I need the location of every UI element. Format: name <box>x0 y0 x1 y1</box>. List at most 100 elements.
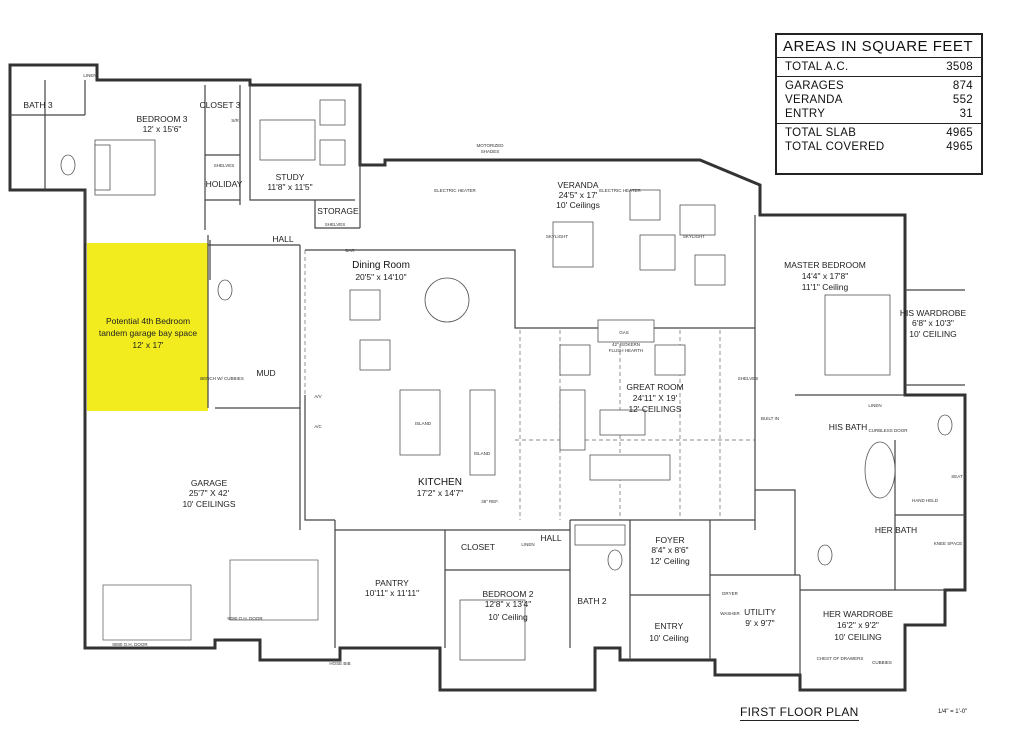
furniture <box>60 99 953 661</box>
room-label-holiday: HOLIDAY <box>206 179 243 189</box>
areas-section-other: GARAGES 874 VERANDA 552 ENTRY 31 <box>777 77 981 124</box>
room-ceiling-her-wardrobe: 10' CEILING <box>834 632 881 642</box>
garage-doors: 8080 O.H. DOOR 9080 O.H. DOOR <box>102 559 319 647</box>
garage-door-label: 8080 O.H. DOOR <box>112 642 148 647</box>
label-motorized: MOTORIZED <box>477 143 505 148</box>
label-gas: GAS <box>619 330 629 335</box>
label-hose-bib: HOSE BIB <box>329 661 350 666</box>
room-label-her-wardrobe: HER WARDROBE <box>823 609 893 619</box>
small-labels: LINEN S/R SHELVES SHELVES MOTORIZED SHAD… <box>83 73 963 666</box>
room-dim-bedroom3: 12' x 15'6" <box>143 124 182 134</box>
areas-row: TOTAL A.C. 3508 <box>785 60 973 74</box>
room-dim-her-wardrobe: 16'2" x 9'2" <box>837 620 879 630</box>
room-dim-great-room: 24'11" X 19' <box>633 393 678 403</box>
areas-row: TOTAL COVERED 4965 <box>785 140 973 154</box>
room-dim-study: 11'8" x 11'5" <box>267 182 312 192</box>
label-shelves-tv: SHELVES <box>738 376 758 381</box>
areas-row: TOTAL SLAB 4965 <box>785 126 973 140</box>
room-label-hall-mid: HALL <box>540 533 562 543</box>
areas-row-label: TOTAL COVERED <box>785 141 885 153</box>
room-ceiling-his-wardrobe: 10' CEILING <box>909 329 956 339</box>
potential-bedroom-highlight <box>87 243 208 411</box>
room-label-kitchen: KITCHEN <box>418 477 462 488</box>
room-label-closet3: CLOSET 3 <box>200 100 241 110</box>
potential-bedroom-line3: 12' x 17' <box>132 340 164 350</box>
room-label-utility: UTILITY <box>744 607 776 617</box>
interior-walls <box>10 80 965 675</box>
areas-row-value: 31 <box>959 108 973 120</box>
label-flush-hearth: FLUSH HEARTH <box>609 348 643 353</box>
areas-table-title: AREAS IN SQUARE FEET <box>777 35 981 58</box>
room-dim-bedroom2: 12'8" x 13'4" <box>485 599 532 609</box>
room-label-bath2: BATH 2 <box>577 596 606 606</box>
room-ceiling-bedroom2: 10' Ceiling <box>488 612 528 622</box>
room-label-pantry: PANTRY <box>375 578 409 588</box>
room-dim-garage: 25'7" X 42' <box>189 488 230 498</box>
label-cubbies: CUBBIES <box>872 660 892 665</box>
areas-row-label: TOTAL A.C. <box>785 61 849 73</box>
label-built-in: BUILT IN <box>761 416 779 421</box>
room-label-master: MASTER BEDROOM <box>784 260 866 270</box>
room-ceiling-great-room: 12' CEILINGS <box>628 404 681 414</box>
areas-section-ac: TOTAL A.C. 3508 <box>777 58 981 77</box>
label-washer: WASHER <box>720 611 740 616</box>
room-dim-utility: 9' x 9'7" <box>745 618 774 628</box>
label-shades: SHADES <box>481 149 500 154</box>
room-ceiling-garage: 10' CEILINGS <box>182 499 235 509</box>
areas-row-label: VERANDA <box>785 94 843 106</box>
label-sr: S/R <box>231 118 239 123</box>
areas-row-label: ENTRY <box>785 108 826 120</box>
room-label-his-wardrobe: HIS WARDROBE <box>900 308 967 318</box>
room-label-bedroom2: BEDROOM 2 <box>482 589 533 599</box>
areas-row: GARAGES 874 <box>785 79 973 93</box>
label-shelves: SHELVES <box>214 163 234 168</box>
areas-row-label: TOTAL SLAB <box>785 127 857 139</box>
areas-row-value: 4965 <box>946 127 973 139</box>
areas-row-label: GARAGES <box>785 80 844 92</box>
areas-row-value: 3508 <box>946 61 973 73</box>
room-ceiling-master: 11'1" Ceiling <box>802 282 849 292</box>
potential-bedroom-line2: tandem garage bay space <box>99 328 198 338</box>
room-label-her-bath: HER BATH <box>875 525 917 535</box>
label-electric-heater: ELECTRIC HEATER <box>434 188 476 193</box>
room-labels: BATH 3 BEDROOM 3 12' x 15'6" CLOSET 3 ST… <box>23 100 966 643</box>
areas-row: ENTRY 31 <box>785 107 973 121</box>
garage-door-label: 9080 O.H. DOOR <box>227 616 263 621</box>
room-ceiling-foyer: 12' Ceiling <box>650 556 690 566</box>
label-island: ISLAND <box>415 421 432 426</box>
label-bar: BAR <box>345 248 355 253</box>
room-dim-master: 14'4" x 17'8" <box>802 271 849 281</box>
label-seat: SEAT <box>951 474 963 479</box>
room-dim-dining: 20'5" x 14'10" <box>355 272 406 282</box>
plan-title: FIRST FLOOR PLAN <box>740 705 859 721</box>
plan-scale: 1/4" = 1'-0" <box>938 709 968 715</box>
label-bench: BENCH W/ CUBBIES <box>200 376 244 381</box>
room-label-mud: MUD <box>256 368 275 378</box>
room-dim-veranda: 24'5" x 17' <box>559 190 598 200</box>
room-dim-kitchen: 17'2" x 14'7" <box>417 488 464 498</box>
room-label-garage: GARAGE <box>191 478 228 488</box>
areas-section-totals: TOTAL SLAB 4965 TOTAL COVERED 4965 <box>777 124 981 156</box>
label-hand-held: HAND HELD <box>912 498 939 503</box>
label-av: A/V <box>314 394 321 399</box>
label-linen: LINEN <box>83 73 96 78</box>
room-label-storage: STORAGE <box>317 206 359 216</box>
label-fireplace: 42" ISOKERN <box>612 342 640 347</box>
room-dim-pantry: 10'11" x 11'11" <box>365 588 419 598</box>
room-label-closet: CLOSET <box>461 542 495 552</box>
room-label-dining: Dining Room <box>352 260 410 271</box>
label-skylight: SKYLIGHT <box>546 234 569 239</box>
label-linen: LINEN <box>868 403 881 408</box>
areas-row-value: 4965 <box>946 141 973 153</box>
label-chest: CHEST OF DRAWERS <box>817 656 864 661</box>
label-knee-space: KNEE SPACE <box>934 541 962 546</box>
room-label-veranda: VERANDA <box>557 180 598 190</box>
areas-row-value: 874 <box>952 80 973 92</box>
room-dim-foyer: 8'4" x 8'6" <box>651 545 688 555</box>
label-linen: LINEN <box>521 542 534 547</box>
room-label-study: STUDY <box>276 172 305 182</box>
potential-bedroom-line1: Potential 4th Bedroom <box>106 316 190 326</box>
label-skylight: SKYLIGHT <box>683 234 706 239</box>
areas-row-value: 552 <box>952 94 973 106</box>
